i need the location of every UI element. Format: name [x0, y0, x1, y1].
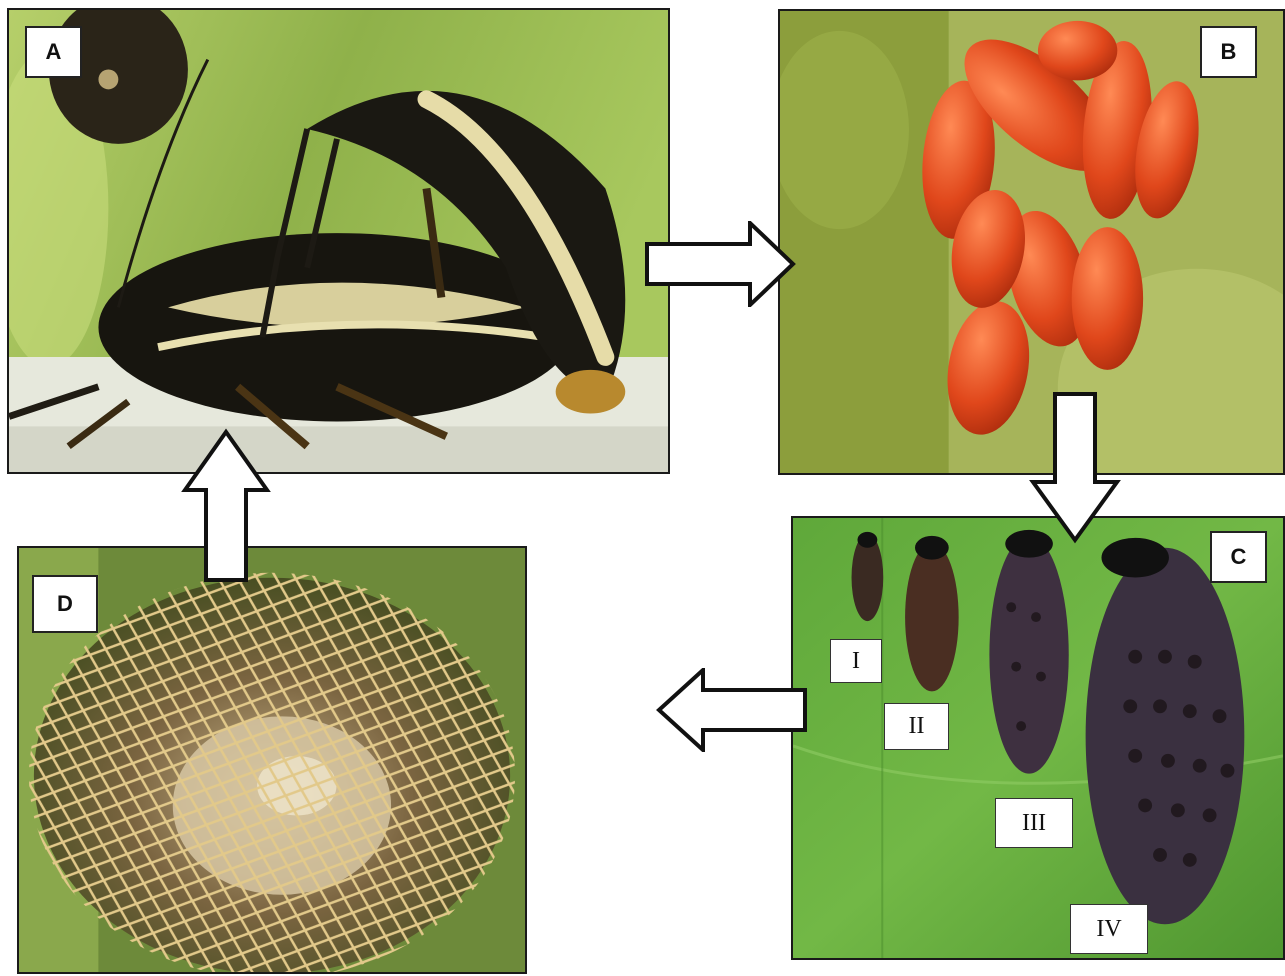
- arrow-down-b-to-c: [1029, 392, 1121, 544]
- arrow-right-a-to-b: [645, 221, 797, 307]
- larval-instars-photo: [793, 518, 1283, 958]
- panel-a-label: A: [25, 26, 82, 78]
- instar-label-i: I: [830, 639, 882, 683]
- arrow-up-d-to-a: [181, 428, 271, 582]
- panel-a-adult-beetles: [7, 8, 670, 474]
- panel-b-label: B: [1200, 26, 1257, 78]
- panel-d-label: D: [32, 575, 98, 633]
- instar-label-iv: IV: [1070, 904, 1148, 954]
- instar-label-iii: III: [995, 798, 1073, 848]
- arrow-left-c-to-d: [655, 668, 807, 752]
- instar-label-ii: II: [884, 703, 949, 750]
- adult-beetles-photo: [9, 10, 668, 472]
- panel-c-label: C: [1210, 531, 1267, 583]
